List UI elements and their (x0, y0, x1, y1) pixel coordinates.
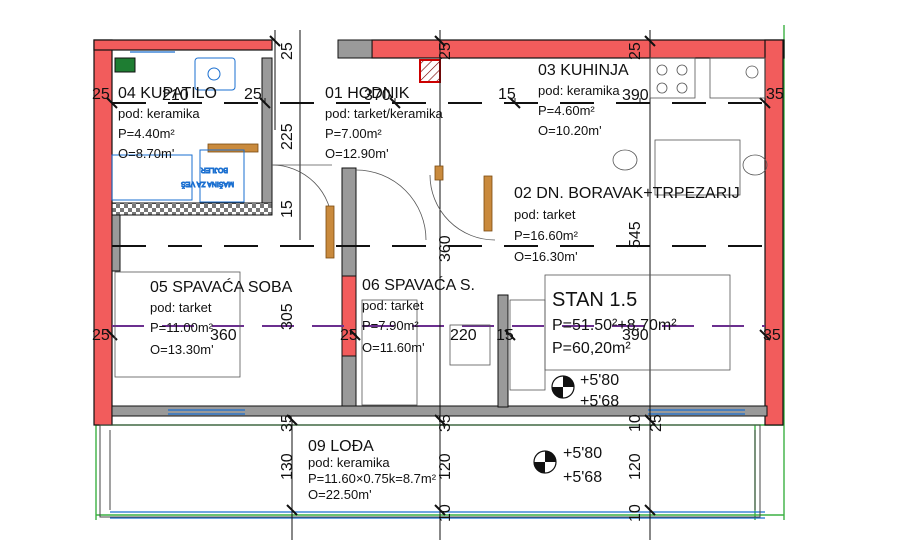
room-name: 04 KUPATILO (118, 85, 217, 102)
bath-window (114, 57, 136, 73)
apartment-area: P=51.50²+8.70m² (552, 317, 677, 334)
room-area: P=7.00m² (325, 126, 382, 141)
washer-label: MAŠINA ZA VEŠ (181, 180, 234, 189)
dim-label: 545 (627, 221, 644, 248)
room-perimeter: O=11.60m' (362, 340, 425, 355)
dim-label: 10 (627, 414, 644, 432)
room-floor: pod: tarket (150, 300, 212, 315)
door-frames (207, 143, 493, 259)
apartment-title: STAN 1.5 (552, 289, 637, 311)
dim-label: 25 (279, 42, 296, 60)
room-area: P=11.00m² (150, 320, 214, 335)
room-floor: pod: keramika (118, 106, 200, 121)
room-perimeter: O=16.30m' (514, 249, 578, 264)
bathroom-fixtures: BOJLER MAŠINA ZA VEŠ (111, 57, 245, 203)
room-name: 03 KUHINJA (538, 62, 629, 79)
dim-label: 25 (244, 86, 262, 103)
boiler-label: BOJLER (201, 166, 228, 173)
dim-label: 25 (437, 42, 454, 60)
room-area: P=16.60m² (514, 228, 579, 243)
dim-label: 35 (279, 414, 296, 432)
dim-label: 15 (279, 200, 296, 218)
dim-label: 25 (627, 42, 644, 60)
kitchen-fixtures (509, 57, 768, 391)
dim-label: 25 (340, 327, 358, 344)
dim-label: 10 (627, 504, 644, 522)
room-floor: pod: tarket/keramika (325, 106, 444, 121)
room-name: 02 DN. BORAVAK+TRPEZARIJ (514, 185, 740, 202)
room-floor: pod: tarket (362, 298, 424, 313)
room-name: 09 LOĐA (308, 438, 374, 455)
room-soba06: 06 SPAVAĆA S. pod: tarket P=7.90m² O=11.… (362, 275, 475, 355)
dim-label: 220 (450, 327, 477, 344)
windows (110, 51, 765, 519)
apartment-total-area: P=60,20m² (552, 340, 631, 357)
room-boravak: 02 DN. BORAVAK+TRPEZARIJ pod: tarket P=1… (514, 185, 740, 264)
room-perimeter: O=12.90m' (325, 146, 389, 161)
dim-label: 120 (437, 453, 454, 480)
dimension-lines (106, 30, 771, 540)
dim-label: 25 (648, 414, 665, 432)
dim-label: 10 (437, 504, 454, 522)
room-perimeter: O=22.50m' (308, 487, 372, 502)
dim-label: 390 (622, 87, 649, 104)
beds (114, 271, 491, 406)
loggia-outline (99, 424, 761, 518)
doors (271, 164, 496, 241)
chimney (419, 59, 441, 83)
dim-label: 25 (92, 86, 110, 103)
room-area: P=7.90m² (362, 318, 419, 333)
dim-label: 210 (162, 87, 189, 104)
dim-label: 360 (437, 235, 454, 262)
elevation-top: +5'80 (563, 445, 602, 462)
room-loda: 09 LOĐA pod: keramika P=11.60×0.75k=8.7m… (308, 438, 437, 502)
dim-label: 390 (622, 327, 649, 344)
room-soba05: 05 SPAVAĆA SOBA pod: tarket P=11.00m² O=… (150, 277, 293, 357)
dim-label: 25 (92, 327, 110, 344)
room-perimeter: O=13.30m' (150, 342, 214, 357)
room-floor: pod: keramika (538, 83, 620, 98)
apartment-summary: STAN 1.5 P=51.50²+8.70m² P=60,20m² (552, 289, 677, 357)
room-floor: pod: tarket (514, 207, 576, 222)
room-perimeter: O=8.70m' (118, 146, 174, 161)
elevation-marker-upper: +5'80 +5'68 (551, 372, 619, 410)
dim-label: 360 (210, 327, 237, 344)
room-name: 06 SPAVAĆA S. (362, 275, 475, 294)
room-kupatilo: 04 KUPATILO pod: keramika P=4.40m² O=8.7… (118, 85, 217, 161)
room-floor: pod: keramika (308, 455, 390, 470)
exterior-walls (93, 39, 785, 426)
dim-label: 225 (279, 123, 296, 150)
room-area: P=4.60m² (538, 103, 595, 118)
room-name: 01 HODNIK (325, 85, 410, 102)
elevation-marker-lower: +5'80 +5'68 (533, 445, 602, 486)
room-area: P=4.40m² (118, 126, 175, 141)
structural-column (341, 275, 357, 357)
room-perimeter: O=10.20m' (538, 123, 602, 138)
dim-label: 15 (498, 86, 516, 103)
room-name: 05 SPAVAĆA SOBA (150, 277, 293, 296)
room-hodnik: 01 HODNIK pod: tarket/keramika P=7.00m² … (325, 85, 444, 161)
dim-label: 15 (496, 327, 514, 344)
room-area: P=11.60×0.75k=8.7m² (308, 471, 437, 486)
dimension-labels: 25 25 25 210 370 390 25 25 15 35 225 15 … (92, 42, 784, 522)
elevation-bottom: +5'68 (563, 469, 602, 486)
dim-label: 35 (437, 414, 454, 432)
dim-label: 130 (279, 453, 296, 480)
dim-label: 370 (364, 87, 391, 104)
room-kuhinja: 03 KUHINJA pod: keramika P=4.60m² O=10.2… (538, 62, 629, 138)
dim-label: 35 (763, 327, 781, 344)
dim-label: 305 (279, 303, 296, 330)
dim-label: 35 (766, 86, 784, 103)
dim-label: 120 (627, 453, 644, 480)
elevation-bottom: +5'68 (580, 393, 619, 410)
elevation-top: +5'80 (580, 372, 619, 389)
